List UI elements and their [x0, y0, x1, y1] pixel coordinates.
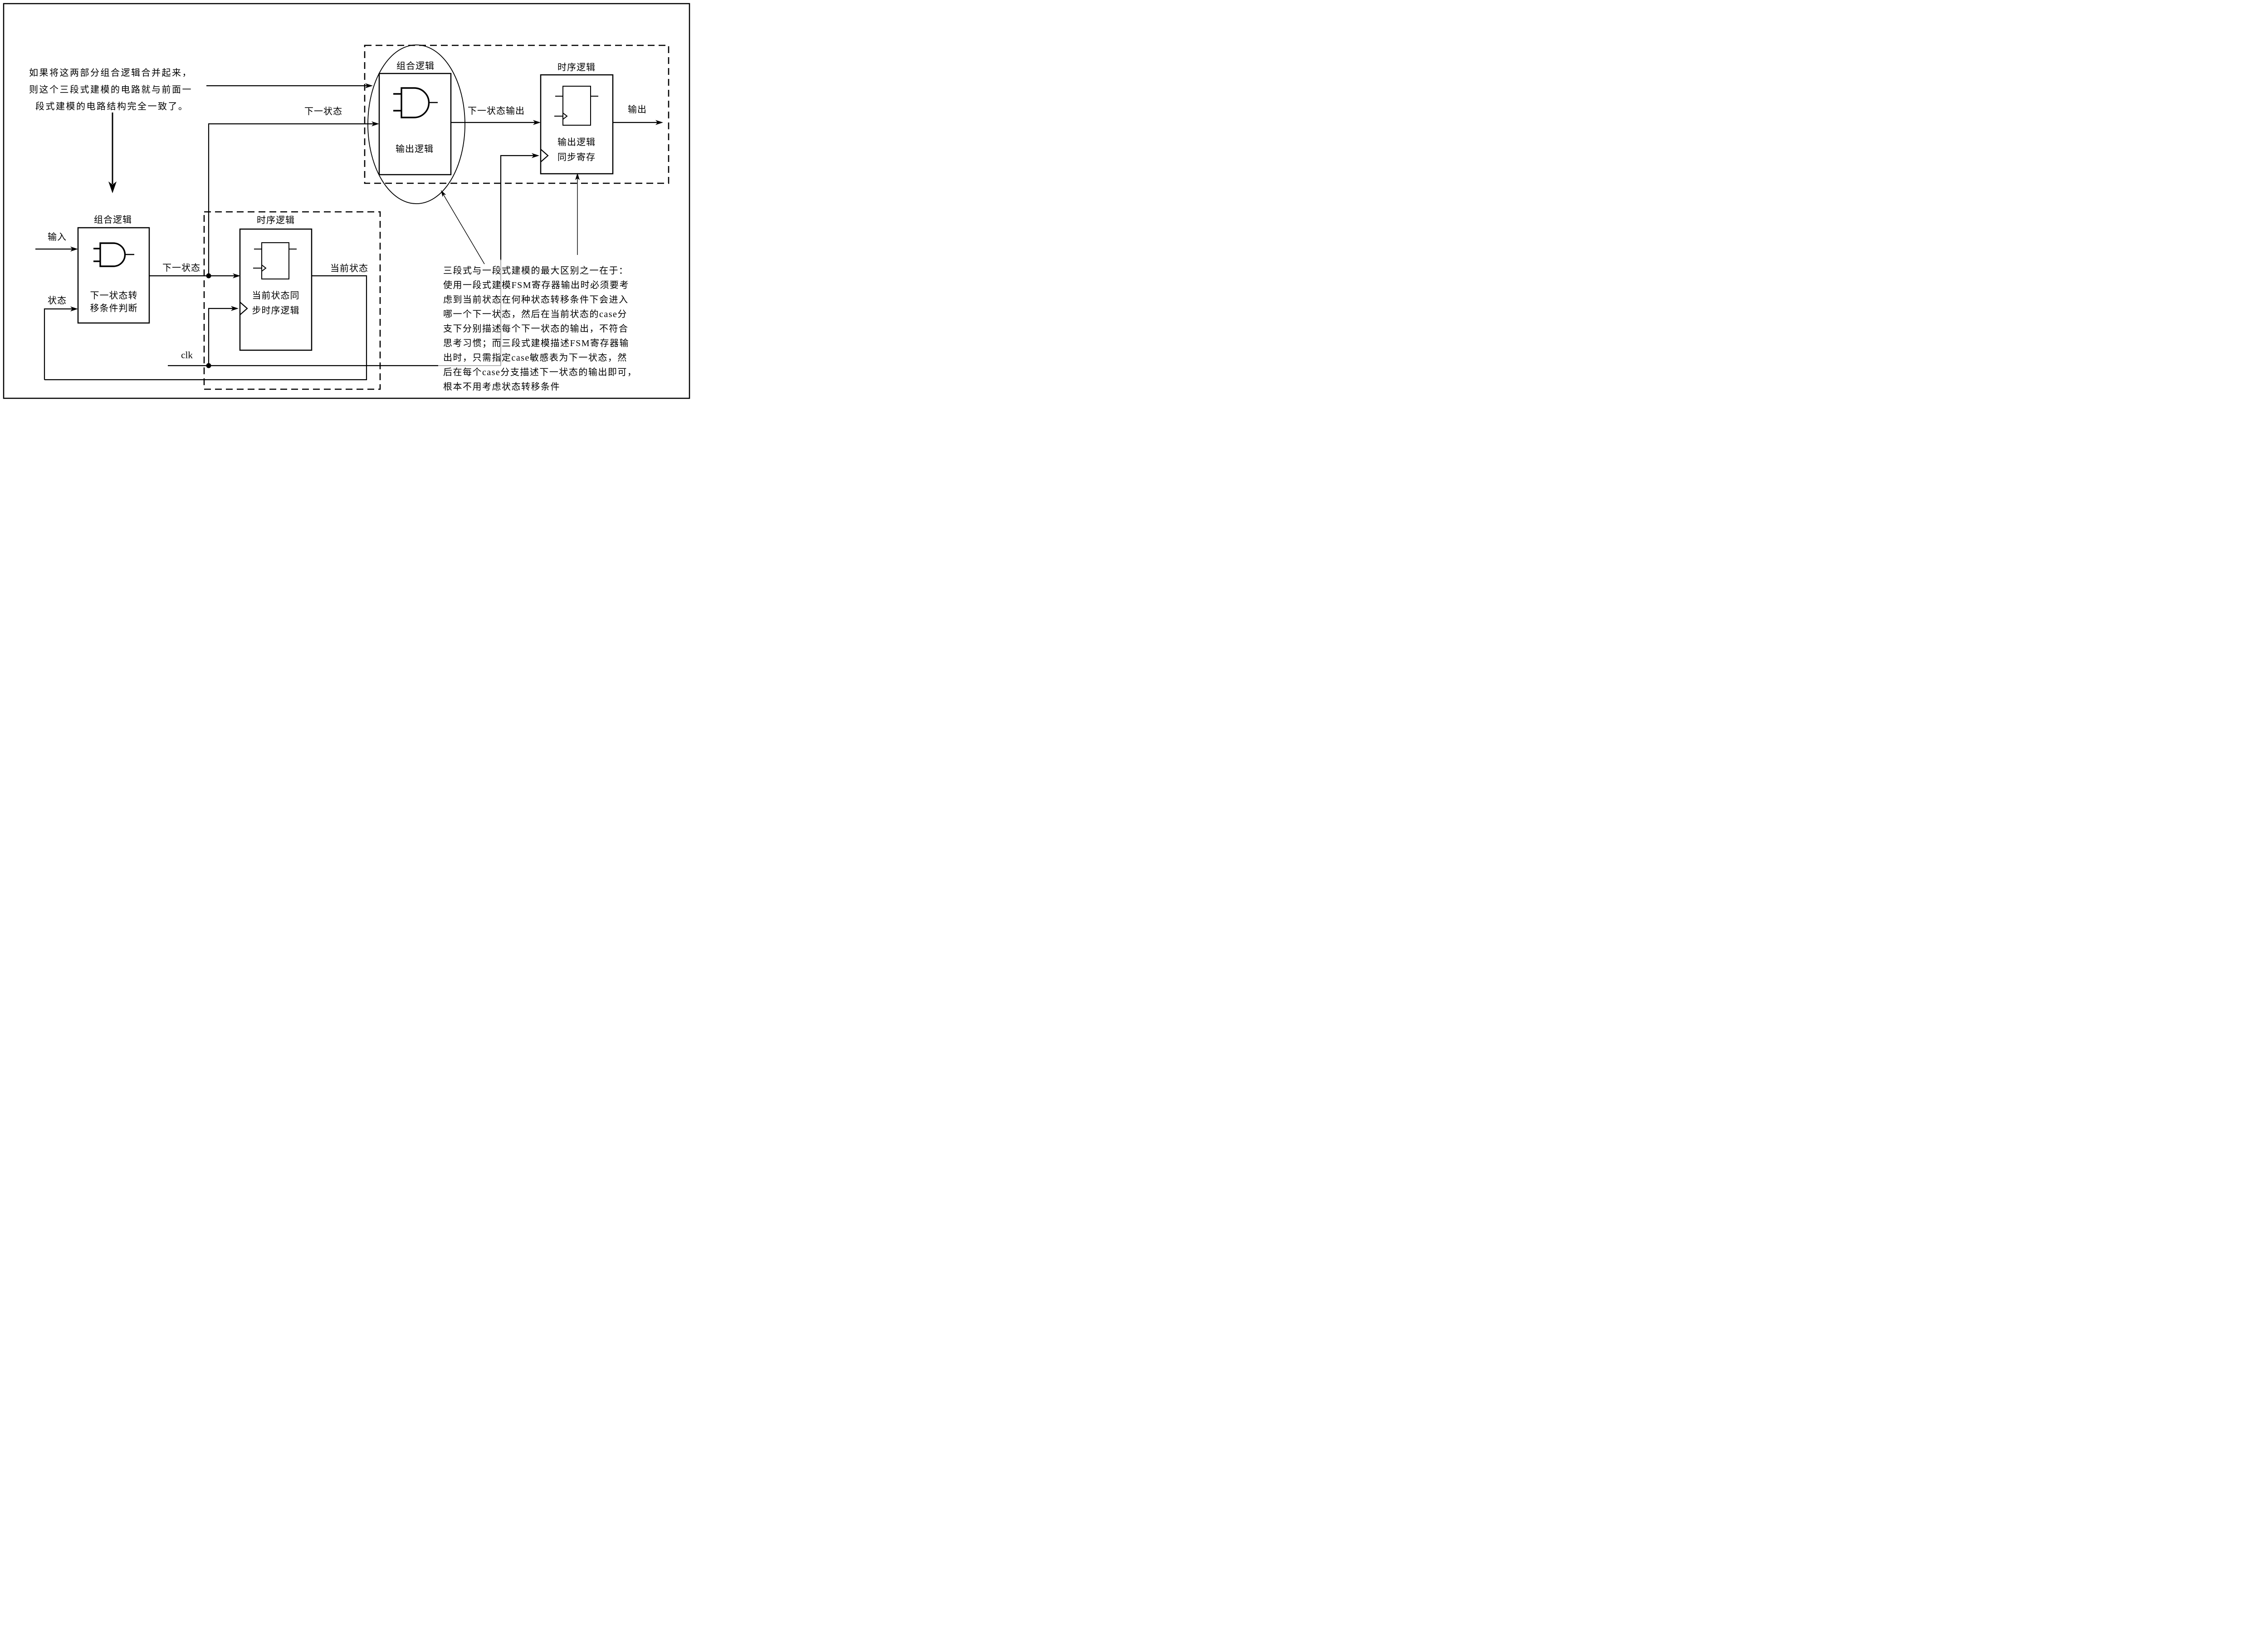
- annotation-arrow-to-ellipse: [443, 194, 485, 264]
- merged-logic-dashed-box: [364, 44, 670, 184]
- current-state-seq-box: [239, 228, 313, 351]
- clock-wedge-icon: [240, 302, 248, 315]
- next-state-label-left: 下一状态: [162, 263, 200, 273]
- figure-border: [3, 3, 690, 399]
- sequential-logic-dashed-box: [203, 211, 381, 390]
- current-state-seq-body-line2: 步时序逻辑: [252, 306, 300, 316]
- note-pointer-down-arrow: [108, 113, 117, 193]
- output-register-body-line1: 输出逻辑: [557, 137, 596, 147]
- arrowhead: [233, 273, 240, 279]
- next-state-logic-title: 组合逻辑: [94, 215, 132, 225]
- and-gate-icon: [393, 87, 438, 118]
- next-state-riser-wire: [208, 123, 374, 276]
- note-top-left: 如果将这两部分组合逻辑合并起来， 则这个三段式建模的电路就与前面一 段式建模的电…: [29, 65, 192, 115]
- output-register-body-line2: 同步寄存: [557, 152, 596, 162]
- output-logic-box: [378, 73, 452, 176]
- output-register-title: 时序逻辑: [557, 63, 596, 73]
- next-state-output-label: 下一状态输出: [468, 106, 525, 116]
- note-annotation-arrows: [441, 173, 580, 264]
- note-line: 使用一段式建模FSM寄存器输出时必须要考: [443, 280, 630, 290]
- state-feedback-left-wire: [44, 308, 73, 380]
- arrowhead: [655, 120, 663, 125]
- and-gate-icon: [93, 242, 134, 267]
- note-line: 段式建模的电路结构完全一致了。: [35, 102, 189, 112]
- input-label: 输入: [48, 232, 67, 242]
- d-flip-flop-icon: [554, 86, 598, 126]
- output-register-box: [540, 74, 614, 175]
- current-state-seq-body-line1: 当前状态同: [252, 291, 300, 301]
- output-label: 输出: [628, 105, 647, 115]
- current-state-feedback-wire: [44, 275, 367, 381]
- fsm-three-stage-diagram: 如果将这两部分组合逻辑合并起来， 则这个三段式建模的电路就与前面一 段式建模的电…: [0, 0, 694, 407]
- next-state-logic-body-line1: 下一状态转: [90, 291, 138, 301]
- arrowhead: [371, 121, 379, 127]
- note-line: 虑到当前状态在何种状态转移条件下会进入: [443, 295, 629, 305]
- note-bottom-right: 三段式与一段式建模的最大区别之一在于： 使用一段式建模FSM寄存器输出时必须要考…: [443, 264, 637, 394]
- state-label: 状态: [48, 296, 67, 306]
- arrowhead: [365, 83, 373, 88]
- next-state-logic-body-line2: 移条件判断: [90, 303, 138, 313]
- note-line: 如果将这两部分组合逻辑合并起来，: [29, 68, 192, 78]
- d-flip-flop-icon: [253, 242, 297, 279]
- note-line: 根本不用考虑状态转移条件: [443, 382, 560, 392]
- clock-wedge-icon: [261, 264, 267, 272]
- arrowhead: [70, 246, 78, 252]
- diagram-linework: [3, 3, 690, 399]
- arrowhead: [532, 153, 539, 158]
- arrowhead: [231, 306, 239, 311]
- arrowhead: [70, 306, 78, 312]
- note-line: 出时，只需指定case敏感表为下一状态，然: [443, 353, 627, 363]
- note-line: 思考习惯；而三段式建模描述FSM寄存器输: [443, 338, 630, 348]
- note-line: 后在每个case分支描述下一状态的输出即可，: [443, 367, 637, 377]
- note-line: 则这个三段式建模的电路就与前面一: [29, 85, 192, 95]
- note-line: 哪一个下一状态，然后在当前状态的case分: [443, 309, 627, 319]
- clk-label: clk: [181, 349, 193, 361]
- junction-dot: [206, 273, 211, 279]
- output-logic-title: 组合逻辑: [396, 61, 435, 71]
- clock-wedge-icon: [562, 113, 568, 120]
- junction-dot: [206, 363, 211, 368]
- arrowhead: [533, 120, 541, 125]
- clock-wedge-icon: [540, 149, 549, 162]
- output-logic-body: 输出逻辑: [396, 144, 434, 154]
- note-line: 支下分别描述每个下一状态的输出，不符合: [443, 324, 629, 334]
- clk-riser-wire: [500, 155, 534, 260]
- clk-branch-mid-wire: [208, 308, 233, 366]
- note-line: 三段式与一段式建模的最大区别之一在于：: [443, 266, 629, 276]
- current-state-label: 当前状态: [330, 264, 368, 274]
- next-state-label-top: 下一状态: [304, 107, 342, 117]
- current-state-seq-title: 时序逻辑: [257, 215, 295, 225]
